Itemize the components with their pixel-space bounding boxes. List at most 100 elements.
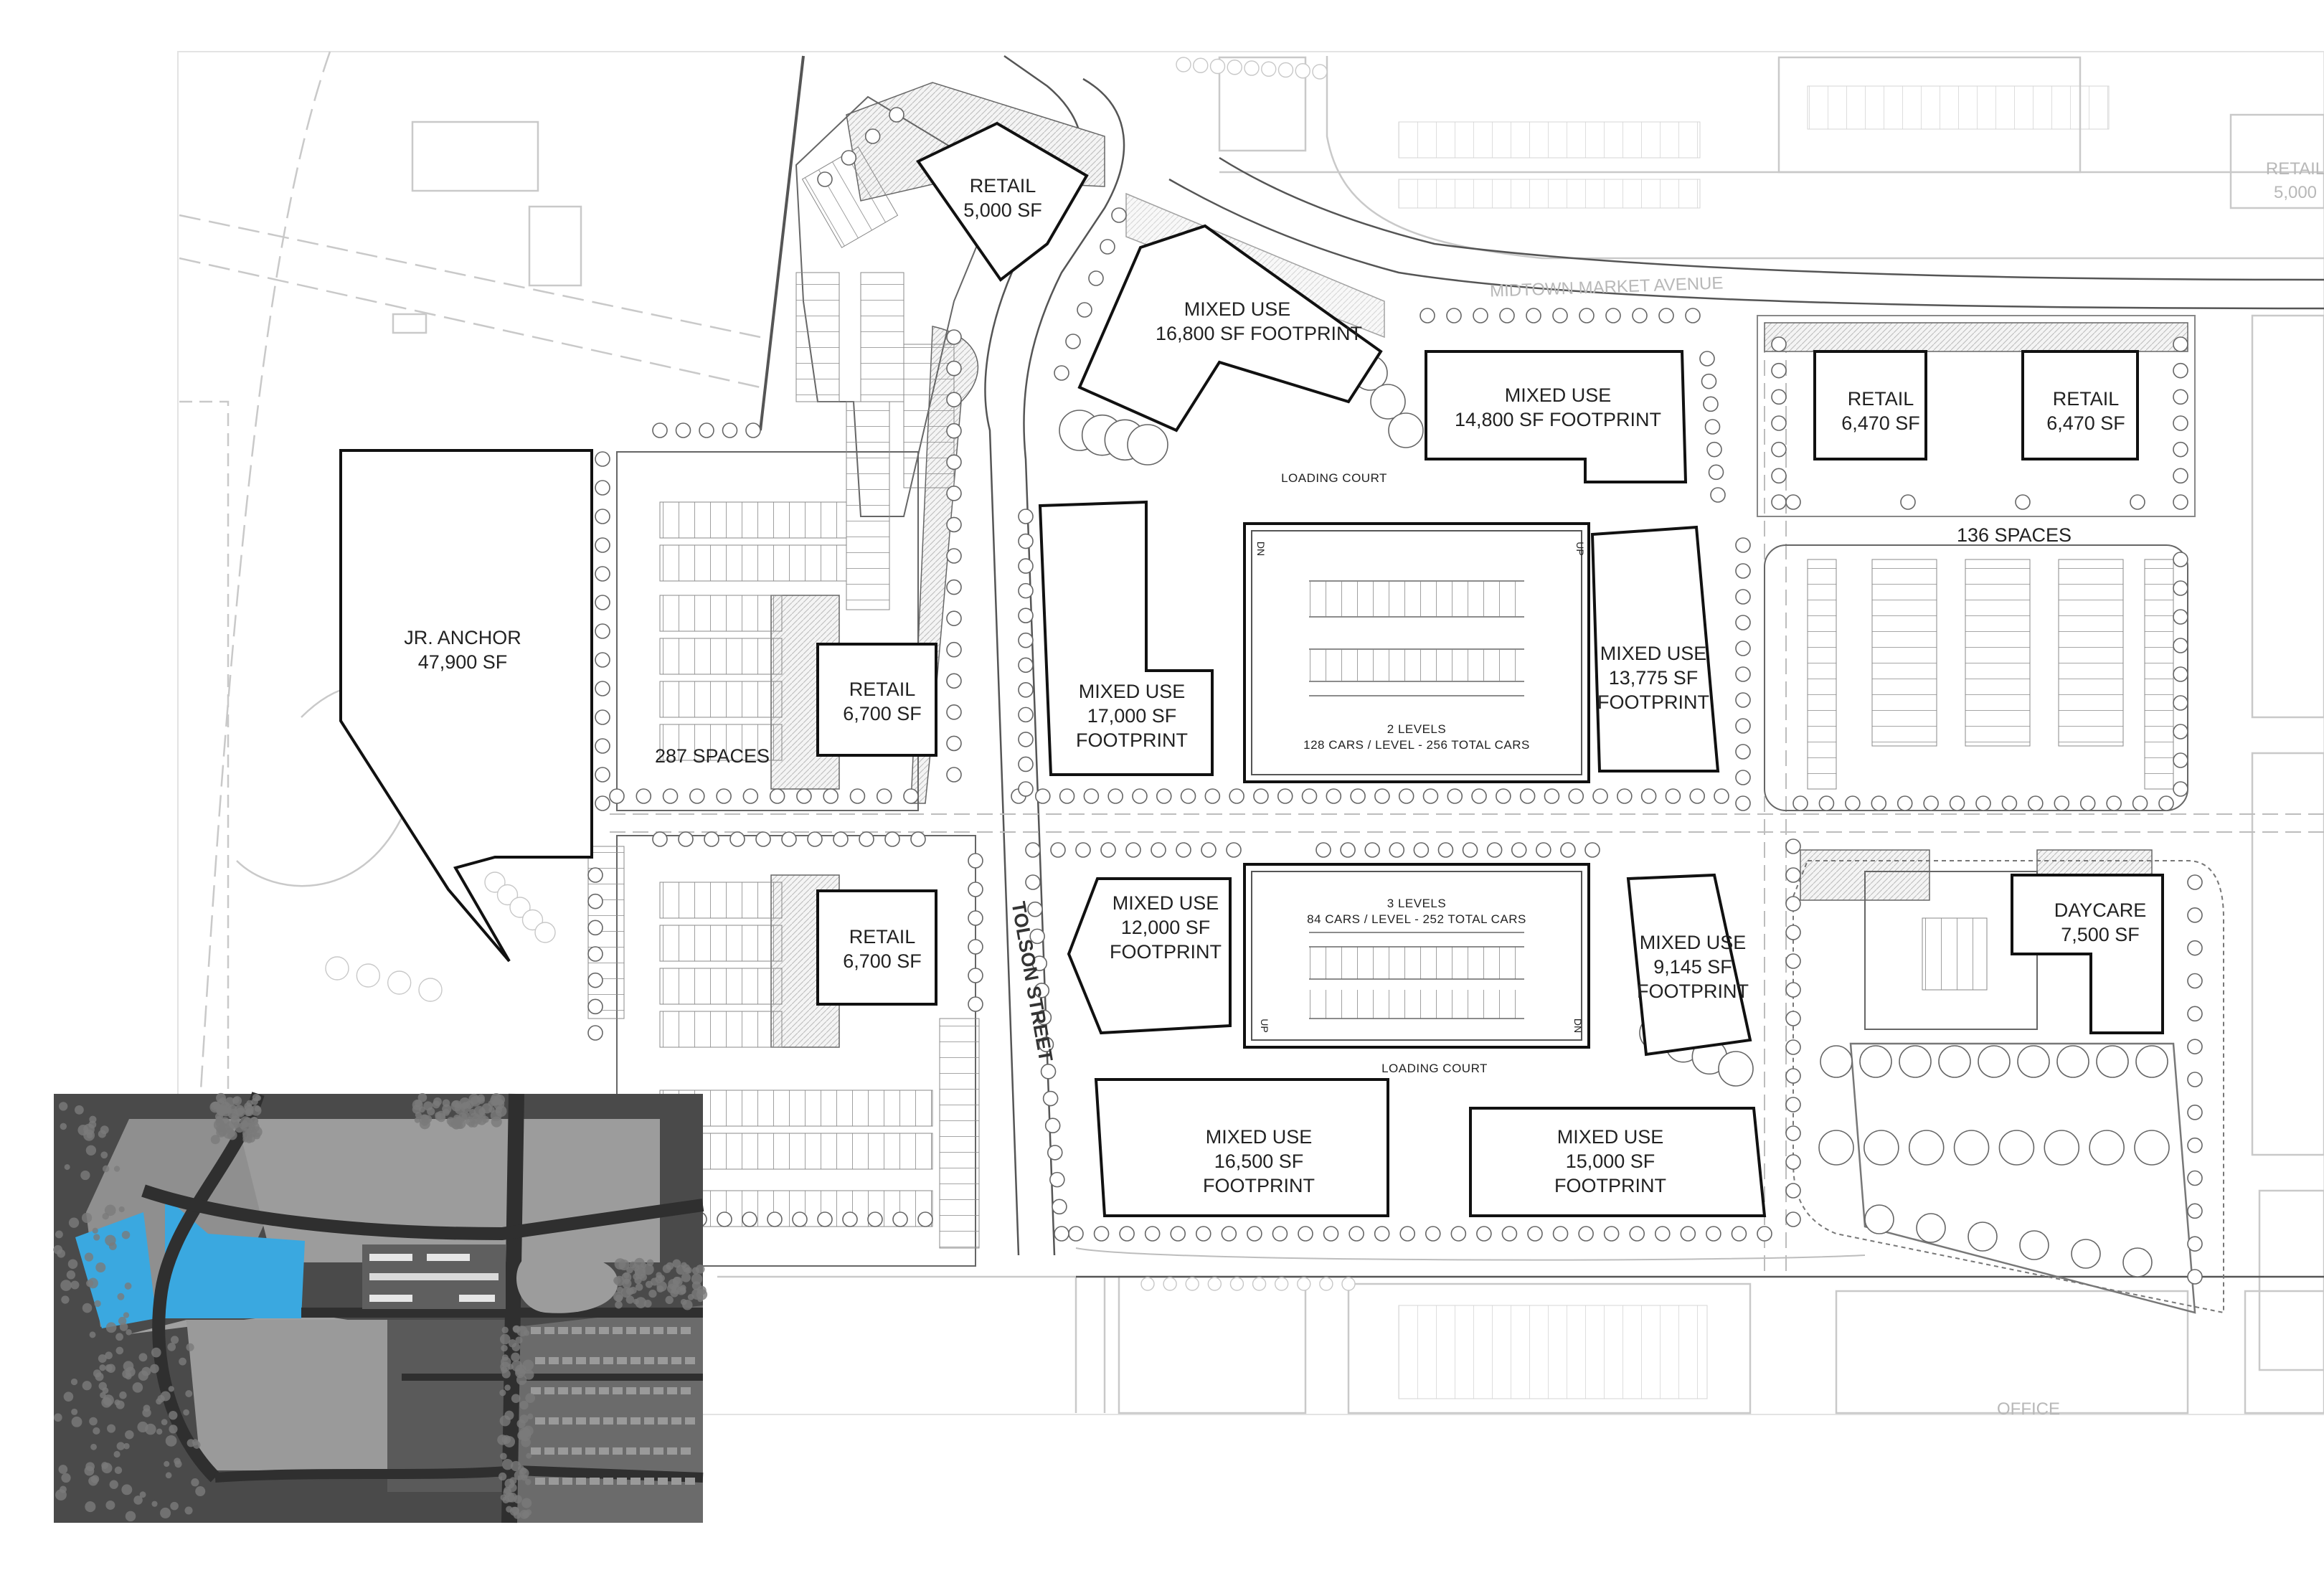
building-retail-6470-west[interactable]: RETAIL 6,470 SF bbox=[1813, 350, 1927, 460]
tree bbox=[2158, 795, 2174, 811]
inset-tree bbox=[84, 1465, 95, 1476]
inset-tree bbox=[695, 1265, 705, 1274]
inset-house bbox=[626, 1327, 636, 1334]
tree bbox=[1978, 1045, 2011, 1078]
tree bbox=[1176, 57, 1191, 72]
inset-house bbox=[640, 1447, 650, 1455]
inset-house bbox=[681, 1387, 691, 1394]
inset-house bbox=[531, 1387, 541, 1394]
tree bbox=[1176, 842, 1191, 858]
inset-tree bbox=[93, 1427, 100, 1435]
inset-house bbox=[613, 1327, 623, 1334]
tree bbox=[1544, 788, 1560, 804]
building-mixed-use-13775[interactable]: MIXED USE 13,775 SF FOOTPRINT bbox=[1590, 525, 1720, 773]
tree bbox=[1818, 1130, 1854, 1166]
tree bbox=[496, 884, 519, 906]
tree bbox=[595, 566, 610, 582]
tree bbox=[1476, 1226, 1492, 1242]
building-mixed-use-16500[interactable]: MIXED USE 16,500 SF FOOTPRINT bbox=[1094, 1078, 1389, 1217]
inset-site-parcel-east bbox=[165, 1196, 305, 1318]
building-retail-6700-north[interactable]: RETAIL 6,700 SF bbox=[816, 643, 937, 757]
tree bbox=[1899, 1045, 1932, 1078]
tree bbox=[946, 548, 962, 564]
building-mixed-use-17000[interactable]: MIXED USE 17,000 SF FOOTPRINT bbox=[1038, 500, 1214, 776]
building-mixed-use-9145[interactable]: MIXED USE 9,145 SF FOOTPRINT bbox=[1626, 873, 1752, 1057]
tree bbox=[968, 939, 983, 955]
inset-tree bbox=[493, 1098, 505, 1110]
inset-tree bbox=[209, 1101, 221, 1113]
tree bbox=[2173, 362, 2188, 379]
inset-tree bbox=[81, 1212, 93, 1223]
building-mixed-use-16800[interactable]: MIXED USE 16,800 SF FOOTPRINT bbox=[1077, 224, 1383, 433]
inset-tree bbox=[679, 1288, 686, 1295]
tree bbox=[1425, 1226, 1441, 1242]
building-name: MIXED USE bbox=[1640, 932, 1747, 953]
building-mixed-use-15000[interactable]: MIXED USE 15,000 SF FOOTPRINT bbox=[1469, 1107, 1767, 1217]
tree bbox=[2187, 1137, 2203, 1153]
parking-count-west: 287 SPACES bbox=[655, 745, 770, 767]
garage-ramp-down: DN bbox=[1255, 542, 1267, 556]
tree bbox=[662, 788, 679, 804]
tree bbox=[2079, 795, 2096, 811]
tree bbox=[1088, 270, 1104, 286]
building-mixed-use-12000[interactable]: MIXED USE 12,000 SF FOOTPRINT bbox=[1067, 877, 1232, 1035]
tree bbox=[722, 422, 738, 438]
inset-tree bbox=[622, 1278, 632, 1289]
building-daycare[interactable]: DAYCARE 7,500 SF bbox=[2011, 874, 2164, 1034]
inset-house bbox=[558, 1447, 568, 1455]
building-retail-6470-east[interactable]: RETAIL 6,470 SF bbox=[2021, 350, 2139, 460]
site-labels: LOADING COURT LOADING COURT 287 SPACES 1… bbox=[655, 159, 2324, 1419]
tree bbox=[587, 893, 603, 910]
inset-tree bbox=[523, 1330, 530, 1336]
tree bbox=[1018, 533, 1034, 549]
tree bbox=[817, 1211, 833, 1227]
inset-house bbox=[599, 1327, 609, 1334]
inset-tree bbox=[519, 1427, 531, 1438]
inset-tree bbox=[151, 1501, 158, 1507]
tree bbox=[1075, 842, 1091, 858]
building-retail-6700-south[interactable]: RETAIL 6,700 SF bbox=[816, 889, 937, 1006]
tree bbox=[1785, 1039, 1801, 1055]
inset-tree bbox=[511, 1343, 521, 1351]
inset-tree bbox=[525, 1393, 536, 1404]
inset-house bbox=[590, 1478, 600, 1485]
building-area: 15,000 SF bbox=[1566, 1151, 1655, 1172]
inset-house bbox=[572, 1327, 582, 1334]
tree bbox=[1226, 842, 1242, 858]
inset-tree bbox=[514, 1495, 522, 1504]
inset-tree bbox=[142, 1408, 151, 1417]
tree bbox=[1447, 788, 1463, 804]
building-mixed-use-14800[interactable]: MIXED USE 14,800 SF FOOTPRINT bbox=[1425, 350, 1688, 483]
tree bbox=[2173, 441, 2188, 458]
garage-south[interactable]: UP DN 3 LEVELS 84 CARS / LEVEL - 252 TOT… bbox=[1243, 863, 1590, 1049]
tree bbox=[1018, 582, 1034, 599]
inset-housing bbox=[531, 1327, 695, 1485]
tree bbox=[946, 673, 962, 689]
inset-tree bbox=[105, 1500, 115, 1510]
inset-tree bbox=[60, 1485, 67, 1493]
tree bbox=[1771, 415, 1787, 431]
garage-north[interactable]: DN UP 2 LEVELS 128 CARS / LEVEL - 256 TO… bbox=[1243, 522, 1590, 783]
tree bbox=[2187, 1072, 2203, 1087]
tree bbox=[1209, 58, 1226, 75]
inset-tree bbox=[89, 1417, 98, 1426]
tree bbox=[889, 107, 904, 123]
inset-tree bbox=[125, 1511, 136, 1522]
inset-tree bbox=[648, 1289, 657, 1298]
tree bbox=[1312, 64, 1328, 80]
tree bbox=[1253, 788, 1269, 804]
tree bbox=[1252, 1277, 1267, 1291]
tree bbox=[1323, 1226, 1339, 1242]
tree bbox=[595, 767, 610, 783]
inset-house bbox=[685, 1357, 695, 1364]
inset-tree bbox=[121, 1230, 131, 1239]
building-jr-anchor[interactable]: JR. ANCHOR 47,900 SF bbox=[339, 449, 593, 963]
tree bbox=[1100, 842, 1116, 858]
inset-house bbox=[667, 1387, 677, 1394]
tree bbox=[1348, 1226, 1364, 1242]
tree bbox=[587, 998, 603, 1015]
inset-tree bbox=[95, 1262, 106, 1273]
building-name: MIXED USE bbox=[1184, 298, 1291, 320]
building-retail-5000[interactable]: RETAIL 5,000 SF bbox=[916, 121, 1089, 282]
inset-house bbox=[626, 1447, 636, 1455]
